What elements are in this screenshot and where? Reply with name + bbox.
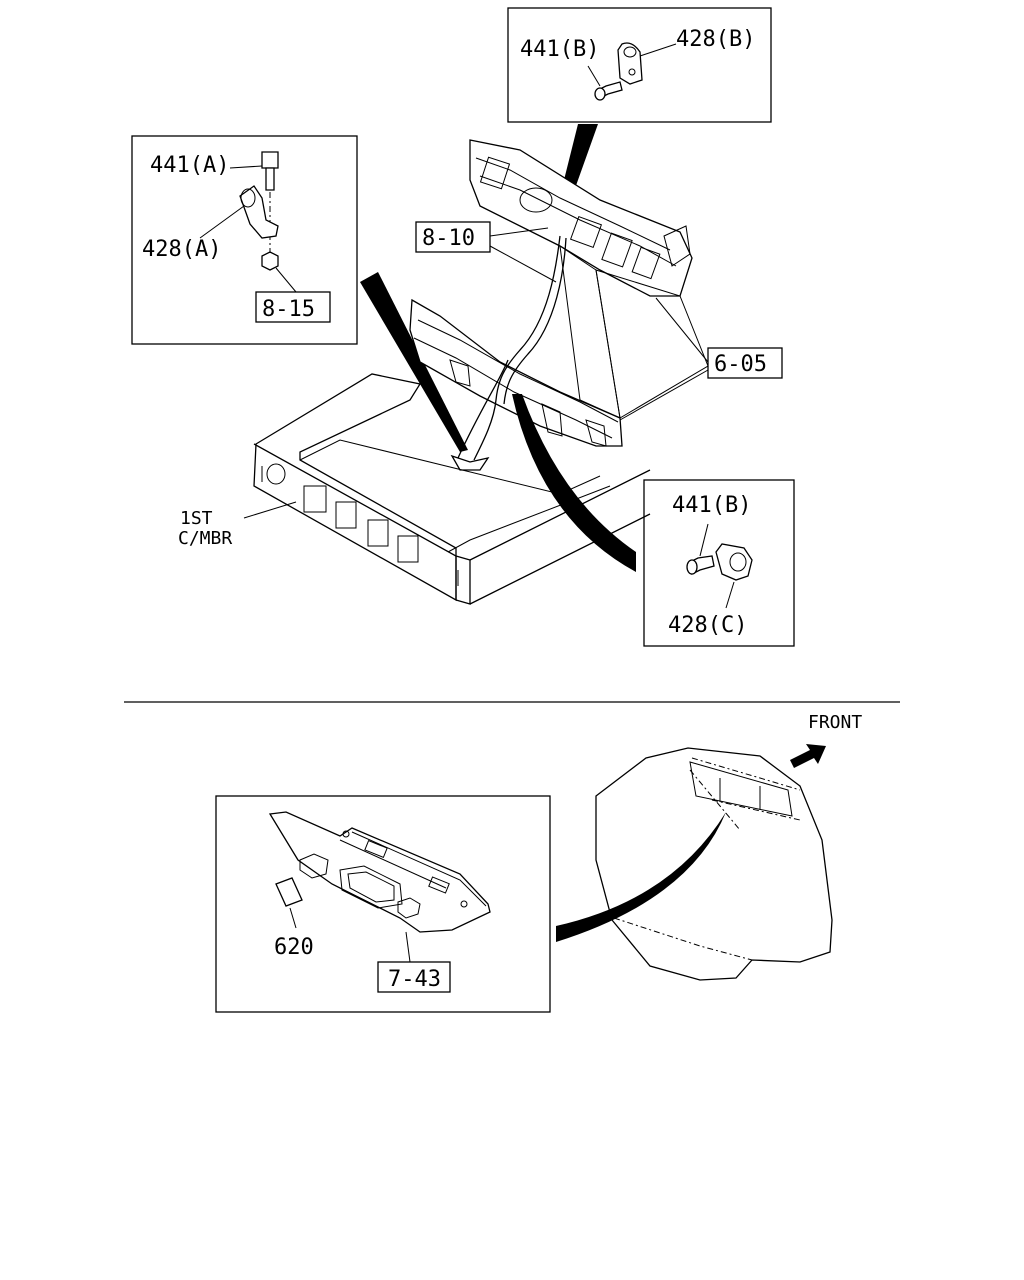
label-sticker-620 xyxy=(275,877,303,929)
detail-box-console: 620 7-43 xyxy=(215,795,551,1013)
label-428b: 428(B) xyxy=(676,27,755,52)
nut-icon xyxy=(261,251,297,293)
label-8-15: 8-15 xyxy=(262,297,315,322)
bolt-441b-top-icon xyxy=(587,65,623,101)
clip-428c-icon xyxy=(715,543,753,609)
label-cmbr: C/MBR xyxy=(178,528,232,549)
callout-8-10: 8-10 xyxy=(415,221,557,283)
callout-6-05: 6-05 xyxy=(619,297,783,421)
overhead-console xyxy=(268,811,491,933)
clip-428b-icon xyxy=(617,42,677,85)
front-panel-assembly xyxy=(409,139,709,447)
label-7-43: 7-43 xyxy=(388,967,441,992)
label-620: 620 xyxy=(274,935,314,960)
label-441b-top: 441(B) xyxy=(520,37,599,62)
clip-428a-icon xyxy=(199,185,279,239)
first-crossmember: 1ST C/MBR xyxy=(178,373,651,605)
front-arrow-icon xyxy=(790,744,826,768)
callout-wedge-left xyxy=(360,272,468,452)
detail-box-left: 441(A) 428(A) 8-15 xyxy=(131,135,358,345)
label-front: FRONT xyxy=(808,712,862,733)
bolt-441b-right-icon xyxy=(686,523,715,575)
label-428a: 428(A) xyxy=(142,237,221,262)
label-8-10: 8-10 xyxy=(422,226,475,251)
label-6-05: 6-05 xyxy=(714,352,767,377)
wire-harness xyxy=(450,235,567,471)
cab-shell xyxy=(595,747,833,981)
detail-box-top: 441(B) 428(B) xyxy=(507,7,772,123)
front-indicator: FRONT xyxy=(790,712,862,768)
label-428c: 428(C) xyxy=(668,613,747,638)
callout-wedge-cab xyxy=(556,812,726,942)
bolt-441a-icon xyxy=(229,151,279,252)
label-441b-right: 441(B) xyxy=(672,493,751,518)
detail-box-right: 441(B) 428(C) xyxy=(643,479,795,647)
label-1st: 1ST xyxy=(180,508,213,529)
label-441a: 441(A) xyxy=(150,153,229,178)
callout-wedge-right xyxy=(512,394,636,572)
